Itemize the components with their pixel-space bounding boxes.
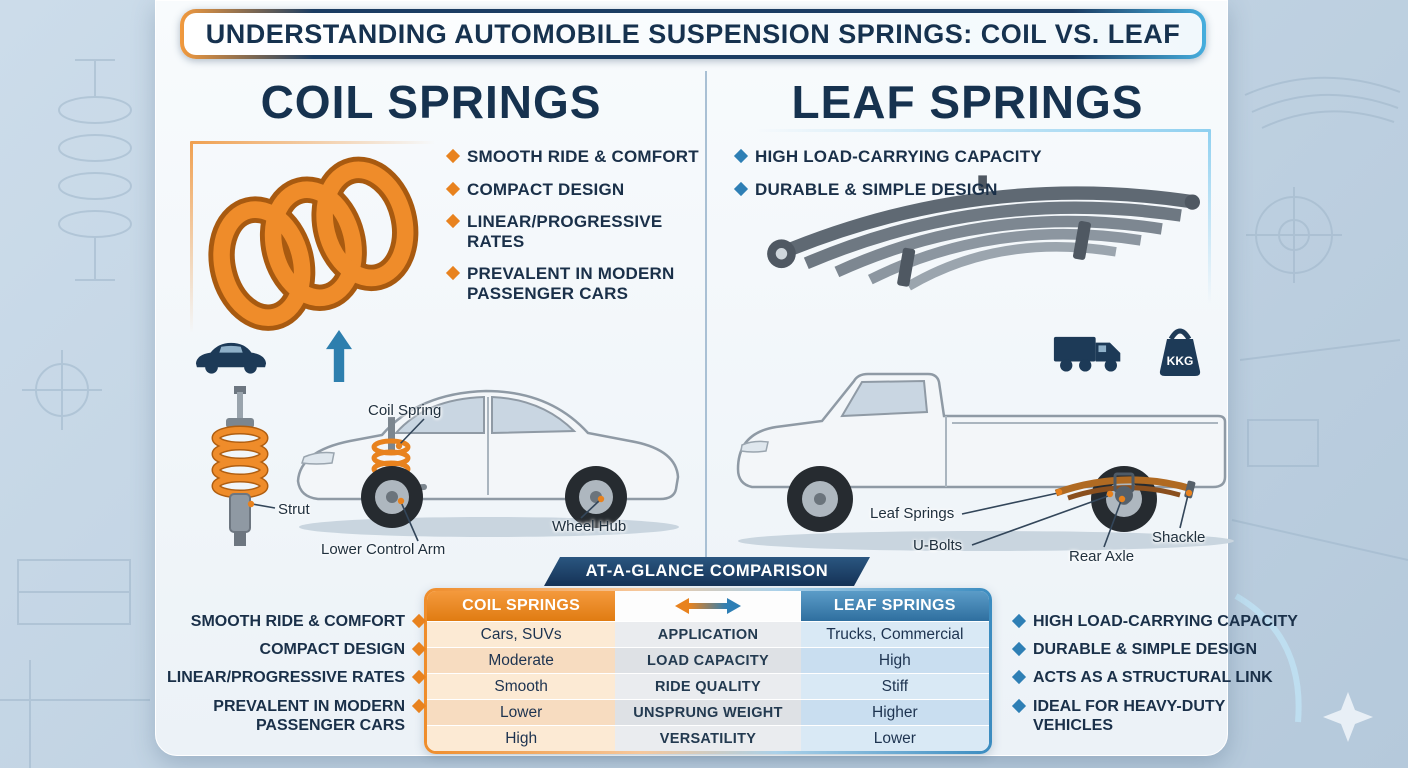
rear-axle-label: Rear Axle	[1069, 548, 1135, 565]
list-item: IDEAL FOR HEAVY-DUTY VEHICLES	[1011, 697, 1236, 735]
corner-glow-decoration	[1234, 593, 1302, 723]
table-row: High VERSATILITY Lower	[427, 725, 989, 751]
comparison-table: COIL SPRINGS	[424, 588, 992, 754]
diamond-bullet-icon	[733, 181, 749, 196]
lower-control-arm-label: Lower Control Arm	[321, 541, 446, 558]
comparison-title-banner: AT-A-GLANCE COMPARISON	[544, 557, 870, 586]
diamond-bullet-icon	[1011, 670, 1027, 685]
list-item: COMPACT DESIGN	[158, 640, 427, 659]
diamond-bullet-icon	[445, 148, 461, 164]
coil-feature-list: SMOOTH RIDE & COMFORT COMPACT DESIGN LIN…	[445, 147, 710, 316]
diamond-bullet-icon	[445, 181, 461, 196]
content-panel: UNDERSTANDING AUTOMOBILE SUSPENSION SPRI…	[155, 0, 1234, 756]
table-row: Lower UNSPRUNG WEIGHT Higher	[427, 699, 989, 725]
compare-arrows-icon	[674, 598, 741, 614]
list-item: LINEAR/PROGRESSIVE RATES	[445, 212, 710, 251]
sedan-illustration	[296, 389, 680, 537]
diamond-bullet-icon	[1011, 698, 1027, 713]
title-banner: UNDERSTANDING AUTOMOBILE SUSPENSION SPRI…	[180, 9, 1206, 59]
weight-icon-text: KKG	[1167, 354, 1194, 368]
diamond-bullet-icon	[733, 148, 749, 164]
coil-accent-line	[190, 141, 193, 333]
list-item: DURABLE & SIMPLE DESIGN	[733, 180, 1046, 200]
list-item: LINEAR/PROGRESSIVE RATES	[158, 668, 427, 687]
table-row: Moderate LOAD CAPACITY High	[427, 647, 989, 673]
strut-label: Strut	[278, 501, 310, 518]
diamond-bullet-icon	[411, 670, 427, 685]
coil-accent-line	[190, 141, 435, 144]
diamond-bullet-icon	[1011, 613, 1027, 629]
list-item: PREVALENT IN MODERN PASSENGER CARS	[445, 264, 710, 303]
list-item: HIGH LOAD-CARRYING CAPACITY	[733, 147, 1046, 167]
list-item: PREVALENT IN MODERN PASSENGER CARS	[158, 697, 427, 735]
diamond-bullet-icon	[445, 266, 461, 281]
coil-spring-label: Coil Spring	[368, 402, 442, 419]
diamond-bullet-icon	[445, 214, 461, 229]
leaf-section-title: LEAF SPRINGS	[791, 76, 1144, 128]
compare-arrows-cell	[615, 591, 801, 621]
diamond-bullet-icon	[1011, 642, 1027, 657]
leaf-highlights-list: HIGH LOAD-CARRYING CAPACITY DURABLE & SI…	[1011, 612, 1304, 744]
strut-illustration	[211, 386, 269, 546]
column-divider	[705, 71, 707, 557]
coil-column-header: COIL SPRINGS	[427, 591, 616, 621]
pickup-truck-illustration	[736, 372, 1234, 551]
list-item: SMOOTH RIDE & COMFORT	[158, 612, 427, 631]
page-title: UNDERSTANDING AUTOMOBILE SUSPENSION SPRI…	[184, 13, 1202, 55]
leaf-column-header: LEAF SPRINGS	[800, 591, 989, 621]
leaf-feature-list: HIGH LOAD-CARRYING CAPACITY DURABLE & SI…	[733, 147, 1046, 212]
leaf-spring-illustration	[767, 175, 1200, 291]
up-arrow-icon	[326, 330, 352, 382]
coil-section-title: COIL SPRINGS	[260, 76, 602, 128]
diamond-bullet-icon	[411, 613, 427, 629]
car-icon	[195, 342, 267, 374]
shackle-label: Shackle	[1152, 529, 1206, 546]
wheel-hub-label: Wheel Hub	[552, 518, 627, 535]
table-header-row: COIL SPRINGS	[427, 591, 989, 621]
leaf-accent-line	[756, 129, 1211, 132]
list-item: SMOOTH RIDE & COMFORT	[445, 147, 710, 167]
diamond-bullet-icon	[411, 698, 427, 713]
list-item: ACTS AS A STRUCTURAL LINK	[1011, 668, 1304, 687]
diamond-bullet-icon	[411, 642, 427, 657]
list-item: HIGH LOAD-CARRYING CAPACITY	[1011, 612, 1304, 631]
table-row: Cars, SUVs APPLICATION Trucks, Commercia…	[427, 621, 989, 647]
list-item: COMPACT DESIGN	[445, 180, 710, 200]
u-bolts-label: U-Bolts	[913, 537, 963, 554]
coil-spring-illustration	[208, 156, 419, 331]
leaf-accent-line	[1208, 129, 1211, 304]
weight-icon: KKG	[1159, 328, 1201, 376]
table-row: Smooth RIDE QUALITY Stiff	[427, 673, 989, 699]
leaf-springs-label: Leaf Springs	[870, 505, 955, 522]
sparkle-decoration	[1323, 692, 1373, 742]
coil-highlights-list: SMOOTH RIDE & COMFORT COMPACT DESIGN LIN…	[158, 612, 427, 744]
truck-icon	[1053, 336, 1121, 372]
list-item: DURABLE & SIMPLE DESIGN	[1011, 640, 1304, 659]
